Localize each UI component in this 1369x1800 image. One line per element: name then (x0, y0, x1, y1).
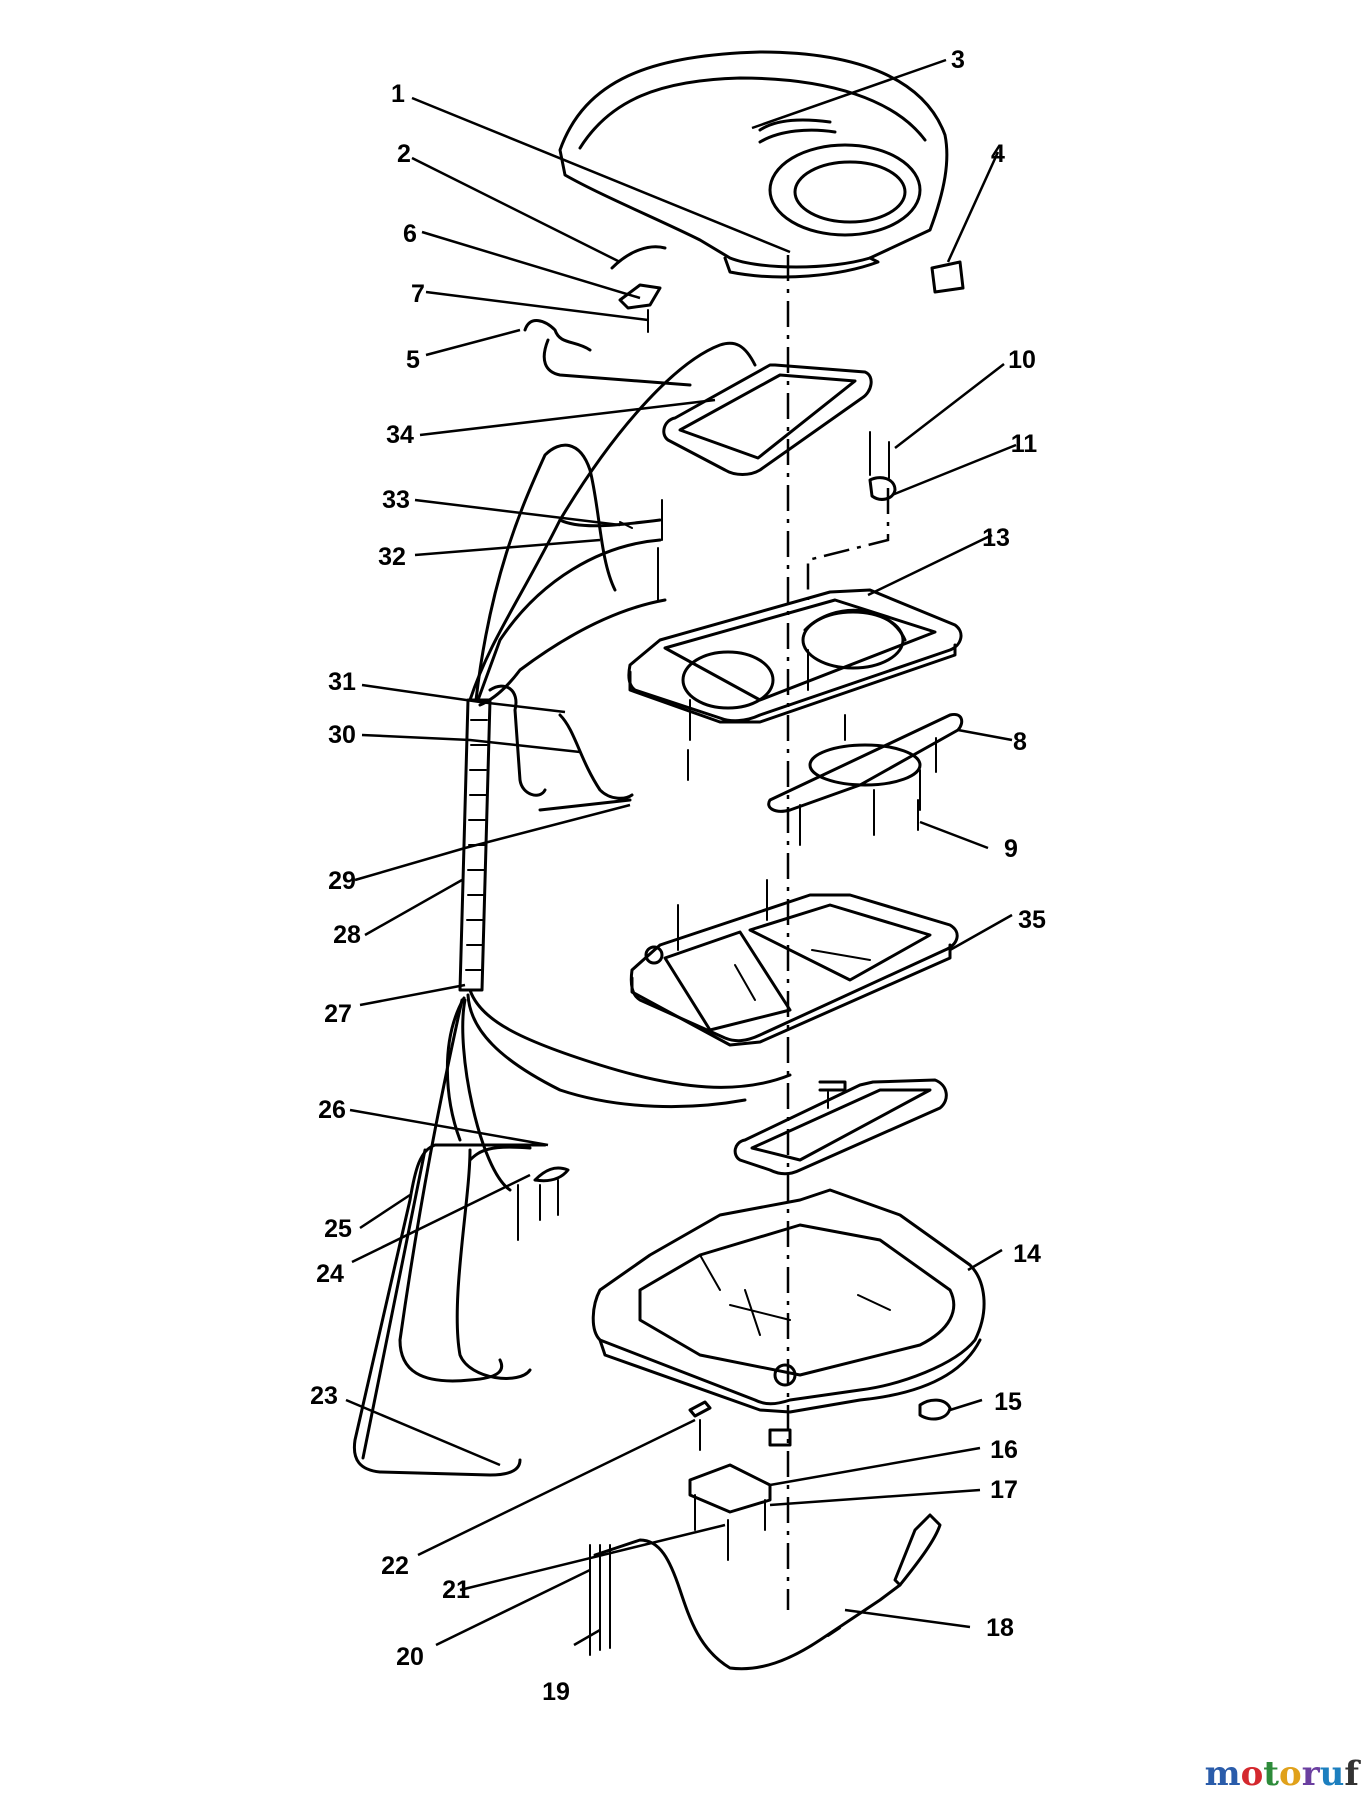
watermark-letter: m (1204, 1754, 1241, 1794)
watermark-letter: r (1301, 1754, 1320, 1794)
callout-33: 33 (382, 486, 410, 514)
callout-35: 35 (1018, 906, 1046, 934)
watermark-letter: u (1319, 1754, 1345, 1794)
watermark-letter: o (1240, 1754, 1264, 1794)
callout-4: 4 (991, 140, 1005, 168)
part-19-20-screws (589, 1544, 611, 1656)
callout-28: 28 (333, 921, 361, 949)
callout-30: 30 (328, 721, 356, 749)
part-10-screw (869, 431, 890, 479)
callout-6: 6 (403, 220, 417, 248)
watermark-letter: f (1344, 1754, 1359, 1794)
callout-24: 24 (316, 1260, 344, 1288)
callout-31: 31 (328, 668, 356, 696)
part-4-clip (930, 260, 965, 294)
callout-14: 14 (1013, 1240, 1041, 1268)
part-3-top-cover (558, 50, 949, 279)
callout-9: 9 (1004, 835, 1018, 863)
callout-27: 27 (324, 1000, 352, 1028)
callout-32: 32 (378, 543, 406, 571)
callout-13: 13 (982, 524, 1010, 552)
leader-lines (345, 58, 1017, 1647)
callout-10: 10 (1008, 346, 1036, 374)
part-9-screws (799, 789, 919, 846)
part-8-plate (767, 712, 964, 813)
part-13-upper-housing (627, 588, 963, 781)
part-35-lower-housing (629, 879, 959, 1047)
callout-5: 5 (406, 346, 420, 374)
callout-18: 18 (986, 1614, 1014, 1642)
callout-26: 26 (318, 1096, 346, 1124)
callout-25: 25 (324, 1215, 352, 1243)
callout-21: 21 (442, 1576, 470, 1604)
callout-19: 19 (542, 1678, 570, 1706)
callout-7: 7 (411, 280, 425, 308)
callout-15: 15 (994, 1388, 1022, 1416)
secondary-axis (806, 488, 890, 600)
callout-8: 8 (1013, 728, 1027, 756)
callout-11: 11 (1011, 430, 1038, 458)
fasteners-32-33 (619, 499, 663, 601)
part-17-screws (694, 1494, 766, 1531)
callout-labels: 1 2 3 4 5 6 7 8 9 10 11 13 14 15 16 17 1… (310, 46, 1046, 1706)
callout-23: 23 (310, 1382, 338, 1410)
part-2-handle-clip (610, 245, 667, 270)
part-5-cable (523, 319, 692, 387)
part-6-bracket (618, 283, 662, 310)
watermark-letter: t (1263, 1754, 1280, 1794)
watermark-logo: motoruf (1205, 1754, 1359, 1794)
part-11-clip (868, 476, 897, 501)
part-16-cover (688, 1463, 772, 1514)
callout-1: 1 (391, 80, 405, 108)
callout-17: 17 (990, 1476, 1018, 1504)
part-34-gasket (662, 363, 873, 476)
callout-3: 3 (951, 46, 965, 74)
part-14-base (591, 1188, 986, 1447)
part-18-power-cord (593, 1513, 942, 1671)
part-26-gasket (733, 1078, 948, 1176)
watermark-letter: o (1279, 1754, 1302, 1794)
callout-29: 29 (328, 867, 356, 895)
callout-34: 34 (386, 421, 414, 449)
callout-16: 16 (990, 1436, 1018, 1464)
callout-20: 20 (396, 1643, 424, 1671)
callout-2: 2 (397, 140, 411, 168)
part-22-clip (688, 1400, 712, 1451)
wiring-harness (352, 341, 847, 1477)
callout-22: 22 (381, 1552, 409, 1580)
